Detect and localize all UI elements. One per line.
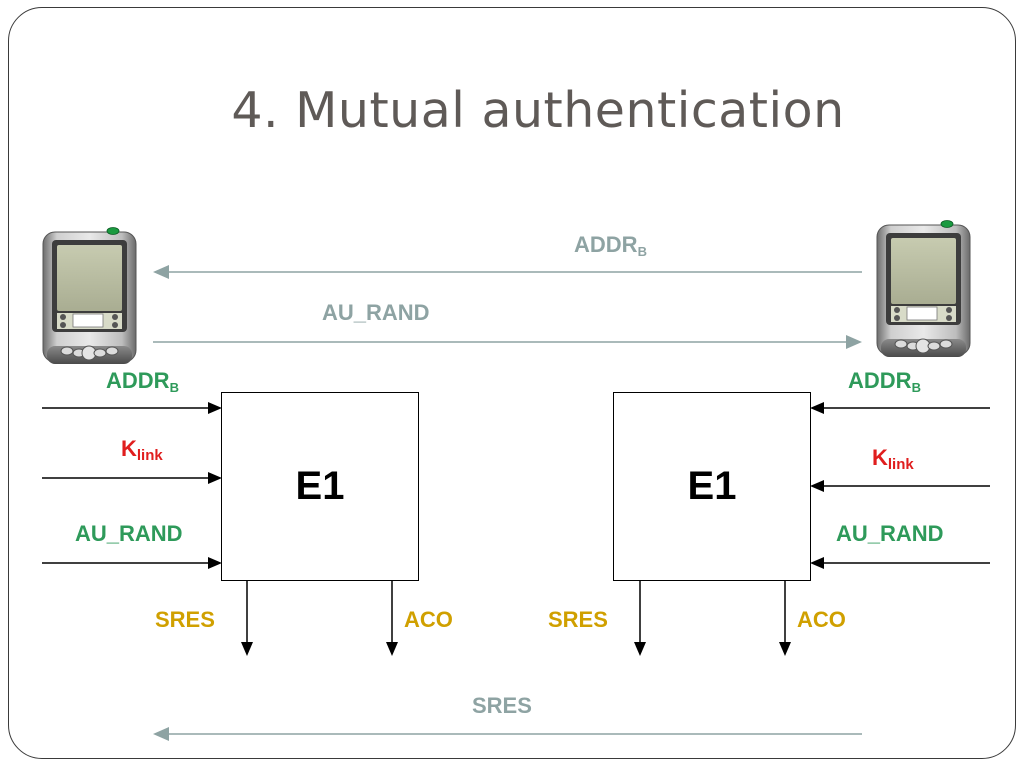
left-output-arrow-aco — [386, 580, 398, 656]
left-output-arrow-sres — [241, 580, 253, 656]
message-label-sres: SRES — [472, 693, 532, 718]
right-input-arrow-klink — [810, 480, 990, 492]
right-input-arrow-au-rand — [810, 557, 990, 569]
right-output-arrow-aco — [779, 580, 791, 656]
right-input-arrow-addr — [810, 402, 990, 414]
right-output-arrow-sres — [634, 580, 646, 656]
left-e1-label: E1 — [295, 464, 345, 508]
right-input-label-addr: ADDRB — [848, 368, 921, 395]
left-e1-box: E1 — [221, 392, 419, 581]
right-input-label-au-rand: AU_RAND — [836, 521, 944, 546]
left-output-label-sres: SRES — [155, 607, 215, 632]
slide-title: 4. Mutual authentication — [231, 82, 845, 139]
right-input-label-klink: Klink — [872, 445, 914, 473]
message-label-addr: ADDRB — [574, 232, 647, 259]
slide-frame — [8, 7, 1016, 759]
message-arrow-addr — [153, 265, 862, 279]
message-arrow-au-rand — [153, 335, 862, 349]
left-input-arrow-klink — [42, 472, 222, 484]
right-pda-device-icon — [876, 220, 971, 357]
left-input-label-klink: Klink — [121, 436, 163, 464]
left-input-label-au-rand: AU_RAND — [75, 521, 183, 546]
left-pda-device-icon — [42, 227, 137, 364]
right-output-label-sres: SRES — [548, 607, 608, 632]
left-input-arrow-au-rand — [42, 557, 222, 569]
left-output-label-aco: ACO — [404, 607, 453, 632]
right-e1-label: E1 — [687, 464, 737, 508]
right-e1-box: E1 — [613, 392, 811, 581]
left-input-arrow-addr — [42, 402, 222, 414]
message-label-au-rand: AU_RAND — [322, 300, 430, 325]
message-arrow-sres — [153, 727, 862, 741]
left-input-label-addr: ADDRB — [106, 368, 179, 395]
right-output-label-aco: ACO — [797, 607, 846, 632]
